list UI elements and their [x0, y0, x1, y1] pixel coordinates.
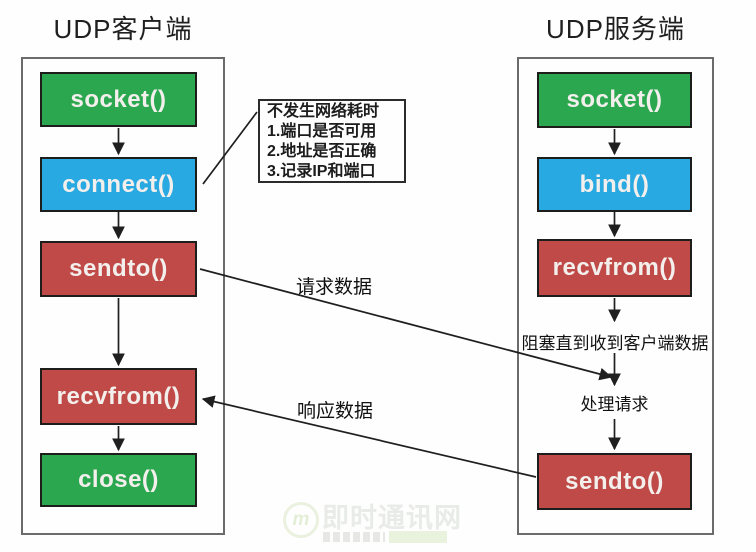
server-box-socket: socket()	[537, 72, 692, 128]
note-box: 不发生网络耗时 1.端口是否可用 2.地址是否正确 3.记录IP和端口	[258, 99, 406, 183]
client-box-sendto: sendto()	[40, 241, 197, 297]
note-line: 3.记录IP和端口	[267, 163, 376, 180]
watermark: m 即时通讯网	[283, 494, 463, 548]
process-request-label: 处理请求	[580, 395, 649, 414]
client-title: UDP客户端	[53, 14, 193, 44]
watermark-subtext	[323, 531, 451, 543]
watermark-subtext-highlight	[389, 531, 447, 543]
server-box-sendto: sendto()	[537, 453, 692, 510]
server-title: UDP服务端	[546, 14, 685, 44]
server-box-recvfrom: recvfrom()	[537, 239, 692, 297]
note-line: 不发生网络耗时	[267, 103, 380, 120]
client-box-recvfrom: recvfrom()	[40, 368, 197, 425]
blocking-note-label: 阻塞直到收到客户端数据	[521, 334, 709, 353]
watermark-logo-icon: m	[283, 502, 319, 538]
note-line: 2.地址是否正确	[267, 143, 377, 160]
watermark-site-name: 即时通讯网	[322, 503, 462, 533]
note-line: 1.端口是否可用	[267, 123, 377, 140]
client-box-socket: socket()	[40, 72, 197, 127]
server-box-bind: bind()	[537, 157, 692, 212]
client-box-close: close()	[40, 453, 197, 507]
watermark-subtext-blur	[323, 532, 385, 542]
response-data-label: 响应数据	[297, 401, 374, 422]
request-data-label: 请求数据	[296, 277, 373, 298]
client-box-connect: connect()	[40, 157, 197, 212]
